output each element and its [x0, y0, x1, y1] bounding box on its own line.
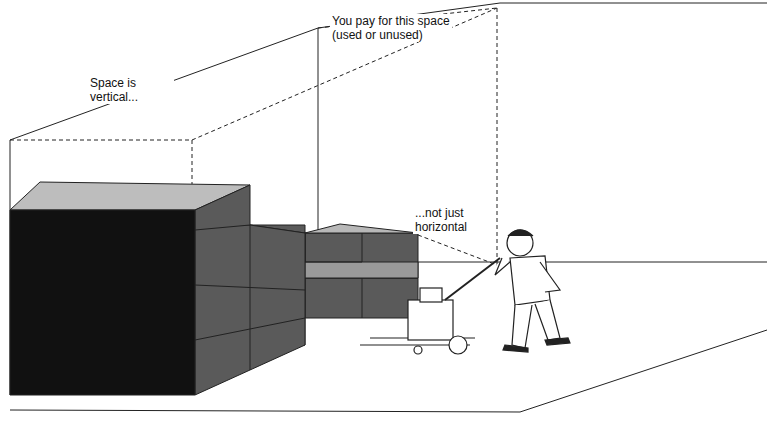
note-label: You pay for this space (used or unused) — [330, 14, 452, 42]
wall-top-edge — [10, 28, 318, 140]
stacked-boxes — [10, 182, 418, 395]
worker-with-pallet-jack — [360, 230, 570, 354]
floor-front-edge — [10, 410, 520, 412]
ceiling-edge — [500, 3, 767, 4]
floor-side-edge — [520, 330, 767, 412]
floor-back-edge — [418, 262, 767, 263]
note-label: ...not just horizontal — [413, 206, 491, 234]
note-label: Space is vertical... — [88, 76, 174, 104]
back-corner — [318, 28, 319, 232]
